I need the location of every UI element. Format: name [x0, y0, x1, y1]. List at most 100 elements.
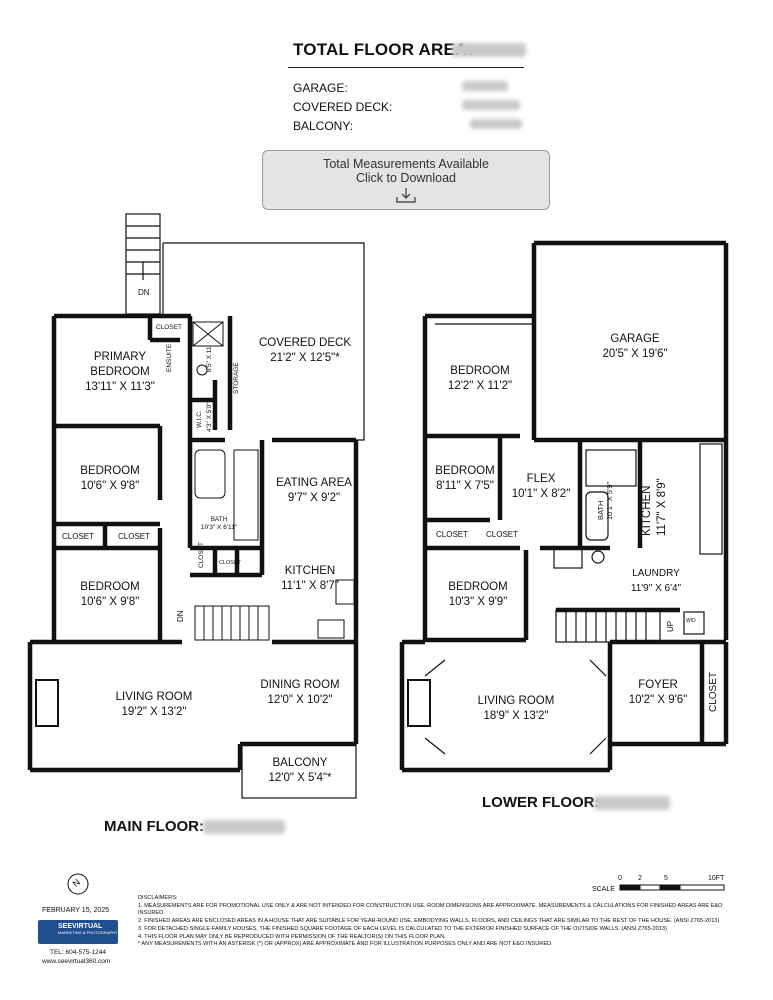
main-eating-area-dims: 9'7" X 9'2" [287, 492, 341, 504]
main-dining-room-dims: 12'0" X 10'2" [267, 694, 333, 706]
lower-bath-name: BATH [596, 500, 605, 520]
scale-tick-5: 5 [664, 875, 668, 882]
north-arrow [67, 873, 89, 895]
balcony-area-label: BALCONY: [293, 119, 354, 133]
main-ensuite-dims: 8'5" X 11' [206, 345, 213, 372]
lower-kitchen-label: KITCHEN 11'7" X 8'9" [640, 478, 670, 536]
lower-bedroom-2-name: BEDROOM [435, 465, 495, 477]
main-covered-deck-dims: 21'2" X 12'5"* [270, 352, 340, 364]
lower-bedroom-1-label: BEDROOM 12'2" X 11'2" [432, 364, 528, 394]
scale-tick-10ft: 10FT [708, 875, 725, 882]
lower-living-room-dims: 18'9" X 13'2" [483, 710, 549, 722]
disclaimers-title: DISCLAIMERS: [138, 895, 178, 901]
disclaimer-3: 3. FOR DETACHED SINGLE-FAMILY HOUSES, TH… [138, 925, 667, 932]
main-covered-deck-label: COVERED DECK 21'2" X 12'5"* [255, 336, 355, 366]
download-icon [396, 188, 416, 203]
lower-laundry-label: LAUNDRY 11'9" X 6'4" [614, 566, 698, 596]
company-website[interactable]: www.seevirtual360.com [42, 958, 111, 965]
lower-floor-label: LOWER FLOOR: [482, 794, 600, 811]
lower-closet-b-label: CLOSET [486, 530, 519, 539]
lower-bath-label: BATH 10'1" X 5'9" [596, 482, 614, 520]
main-interior-stair [194, 605, 270, 641]
main-balcony-name: BALCONY [272, 757, 328, 769]
company-subtitle: MARKETING & PHOTOGRAPHY [58, 930, 118, 935]
main-closet-b-label: CLOSET [118, 532, 151, 541]
disclaimer-5: * ANY MEASUREMENTS WITH AN ASTERISK (*) … [138, 941, 553, 948]
main-dn-top-label: DN [138, 288, 150, 297]
main-floor-label: MAIN FLOOR: [104, 818, 204, 835]
main-closet-a-label: CLOSET [62, 532, 95, 541]
main-kitchen-dims: 11'1" X 8'7" [281, 580, 339, 592]
lower-bedroom-2-dims: 8'11" X 7'5" [436, 480, 494, 492]
main-kitchen-name: KITCHEN [284, 565, 336, 577]
main-ensuite-label: ENSUITE [166, 344, 174, 372]
lower-garage-label: GARAGE 20'5" X 19'6" [580, 332, 690, 362]
company-tel: TEL: 604-575-1244 [50, 949, 107, 956]
company-logo: SEEVIRTUAL MARKETING & PHOTOGRAPHY [38, 920, 118, 944]
disclaimer-4: 4. THIS FLOOR PLAN MAY ONLY BE REPRODUCE… [138, 933, 446, 940]
download-measurements-button[interactable]: Total Measurements Available Click to Do… [262, 150, 550, 210]
main-covered-deck-name: COVERED DECK [258, 337, 352, 349]
main-storage-label: STORAGE [233, 362, 240, 394]
main-bath-label: BATH 10'3" X 6'11" [194, 516, 244, 532]
lower-bedroom-2-label: BEDROOM 8'11" X 7'5" [430, 464, 500, 494]
main-living-room-name: LIVING ROOM [115, 691, 193, 703]
main-bedroom-1-name: BEDROOM [80, 465, 140, 477]
lower-laundry-name: LAUNDRY [632, 568, 680, 579]
main-closet-top-label: CLOSET [156, 324, 183, 331]
main-bath-fixtures [192, 321, 355, 639]
main-living-room-dims: 19'2" X 13'2" [121, 706, 187, 718]
garage-area-value [462, 81, 508, 91]
lower-foyer-dims: 10'2" X 9'6" [628, 694, 688, 706]
main-closet-c-label: CLOSET [198, 541, 205, 568]
main-eating-area-name: EATING AREA [276, 477, 352, 489]
lower-floor-area-value [594, 796, 670, 810]
main-bath-name: BATH [210, 516, 228, 523]
main-bedroom-1-label: BEDROOM 10'6" X 9'8" [62, 464, 158, 494]
lower-wd-label: W/D [686, 618, 696, 624]
main-balcony-label: BALCONY 12'0" X 5'4"* [250, 756, 350, 786]
main-primary-bedroom-dims: 13'11" X 11'3" [85, 381, 155, 393]
lower-bedroom-1-dims: 12'2" X 11'2" [447, 380, 513, 392]
download-line-2: Click to Download [355, 171, 457, 185]
total-floor-area-value [452, 43, 526, 57]
scale-label: SCALE [592, 886, 615, 893]
lower-fireplace [407, 679, 431, 727]
main-dining-room-name: DINING ROOM [260, 679, 340, 691]
lower-bedroom-1-name: BEDROOM [450, 365, 510, 377]
lower-closet-a-label: CLOSET [436, 530, 469, 539]
lower-closet-side-label: CLOSET [708, 671, 719, 712]
lower-kitchen-dims: 11'7" X 8'9" [656, 478, 668, 536]
main-balcony-dims: 12'0" X 5'4"* [268, 772, 332, 784]
scale-tick-2: 2 [638, 875, 642, 882]
main-wic-name: W.I.C. [196, 410, 203, 428]
balcony-area-value [470, 119, 522, 129]
main-wic-dims: 4'3" X 5'0" [206, 402, 213, 432]
lower-bedroom-3-name: BEDROOM [448, 581, 508, 593]
disclaimers-block: DISCLAIMERS: 1. MEASUREMENTS ARE FOR PRO… [138, 895, 728, 949]
lower-living-room-label: LIVING ROOM 18'9" X 13'2" [456, 694, 576, 724]
lower-bedroom-3-dims: 10'3" X 9'9" [448, 596, 508, 608]
lower-bedroom-3-label: BEDROOM 10'3" X 9'9" [436, 580, 520, 610]
main-primary-bedroom-label: PRIMARY BEDROOM 13'11" X 11'3" [65, 350, 175, 395]
lower-flex-dims: 10'1" X 8'2" [511, 488, 571, 500]
download-line-1: Total Measurements Available [323, 157, 489, 171]
main-fireplace [35, 679, 59, 727]
main-bath-dims: 10'3" X 6'11" [200, 524, 238, 531]
exterior-stair [125, 213, 161, 315]
main-bedroom-2-dims: 10'6" X 9'8" [80, 596, 140, 608]
main-primary-bedroom-name: PRIMARY [93, 351, 147, 363]
lower-up-label: UP [666, 620, 675, 632]
lower-kitchen-name: KITCHEN [641, 485, 653, 536]
lower-foyer-label: FOYER 10'2" X 9'6" [616, 678, 700, 708]
summary-divider [288, 67, 524, 68]
lower-flex-label: FLEX 10'1" X 8'2" [506, 472, 576, 502]
main-kitchen-label: KITCHEN 11'1" X 8'7" [270, 564, 350, 594]
lower-garage-name: GARAGE [610, 333, 660, 345]
main-bedroom-2-label: BEDROOM 10'6" X 9'8" [62, 580, 158, 610]
main-bedroom-1-dims: 10'6" X 9'8" [80, 480, 140, 492]
company-name: SEEVIRTUAL [58, 923, 103, 930]
total-floor-area-title: TOTAL FLOOR AREA: [293, 40, 474, 59]
plan-date: FEBRUARY 15, 2025 [42, 907, 110, 914]
